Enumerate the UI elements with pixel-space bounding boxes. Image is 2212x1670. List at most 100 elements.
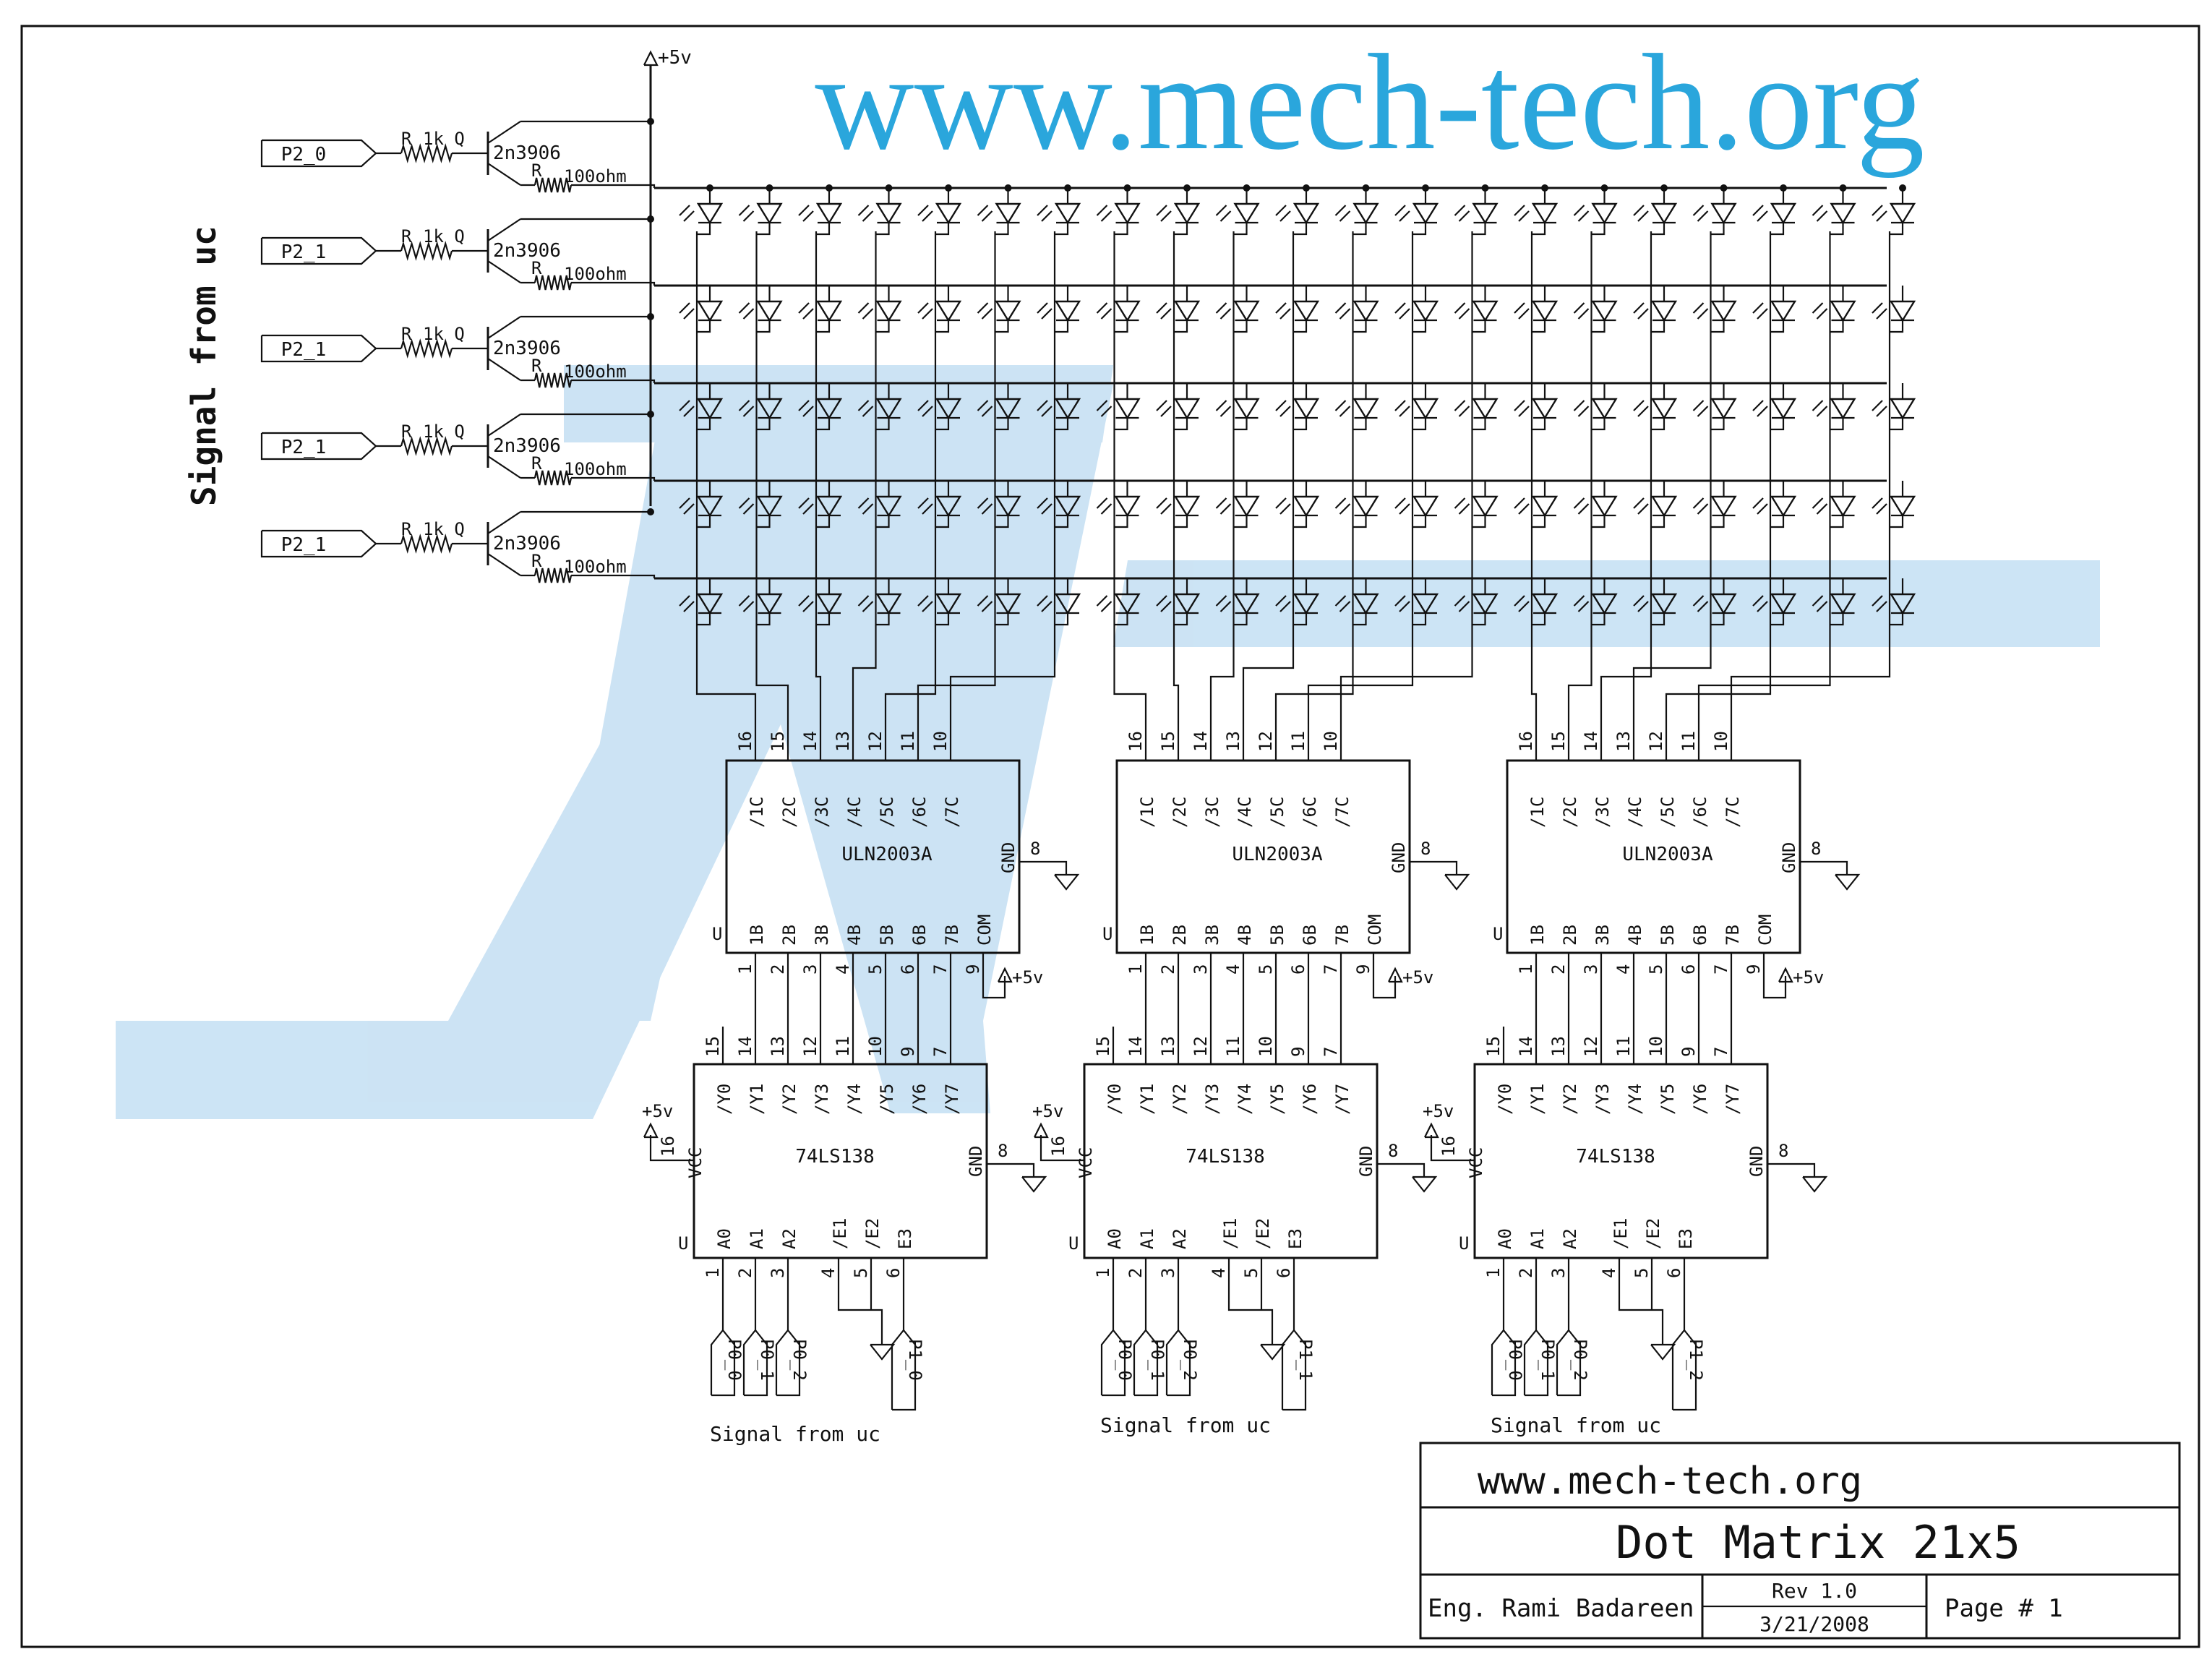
led-arrow: [1394, 497, 1406, 509]
decoder-pin-number: 13: [1158, 1036, 1178, 1057]
led-arrow: [1037, 400, 1048, 411]
led-body: [1710, 593, 1737, 615]
resistor-value: 100ohm: [564, 166, 627, 187]
led: [1334, 481, 1379, 528]
led: [1872, 286, 1916, 333]
led-arrow: [922, 601, 933, 612]
decoder-pin-label: /Y7: [1723, 1084, 1743, 1115]
uln-pin-label: 6B: [1690, 925, 1710, 946]
led: [1215, 578, 1260, 626]
junction-dot: [1541, 184, 1548, 192]
uln-to-column: [1307, 643, 1414, 724]
junction-dot: [1243, 184, 1251, 192]
led-body: [1889, 300, 1916, 322]
led-cathode: [1770, 223, 1785, 236]
junction-dot: [1780, 184, 1787, 192]
led-arrow: [1518, 406, 1530, 417]
led-arrow: [1812, 400, 1824, 411]
transistor-collector: [487, 163, 521, 186]
decoder-pin-label: /E1: [1611, 1218, 1631, 1249]
port-box-0: [260, 139, 377, 168]
led-arrow: [798, 205, 810, 216]
led-arrow: [1454, 497, 1466, 509]
led-arrow: [981, 308, 993, 320]
led-arrow: [802, 503, 814, 515]
led-body: [815, 398, 843, 420]
led-arrow: [1334, 400, 1347, 411]
led-arrow: [1816, 210, 1828, 222]
led: [738, 286, 783, 333]
vcc-top-arrow: [643, 50, 659, 67]
led-arrow: [798, 302, 810, 314]
led-arrow: [917, 497, 929, 509]
vcc-top-label: +5v: [658, 47, 692, 69]
led-body: [995, 398, 1021, 420]
led-arrow: [1757, 210, 1768, 222]
uln-chip-3: [1506, 759, 1801, 954]
decoder-pin-number: 9: [898, 1047, 918, 1057]
led-arrow: [1577, 210, 1590, 222]
led-arrow: [1215, 497, 1227, 509]
uln-to-column: [1113, 643, 1147, 724]
uln-pin-label: 6B: [909, 925, 930, 946]
led: [1394, 188, 1439, 236]
led-body: [875, 300, 902, 322]
address-port-box: [1100, 1329, 1126, 1397]
led: [857, 286, 902, 333]
uln-to-column: [1274, 643, 1354, 724]
led-body: [1233, 495, 1260, 518]
uln-gnd-pin: 8: [1030, 839, 1040, 859]
led: [1037, 383, 1081, 431]
uln-pin-number: 1: [1516, 964, 1536, 975]
led-body: [935, 202, 962, 225]
uln-to-column: [1665, 643, 1772, 724]
led-arrow: [1697, 601, 1709, 612]
led: [1692, 188, 1737, 236]
port-label: P2_1: [281, 339, 327, 361]
led-arrow: [862, 210, 874, 222]
led-cathode: [1055, 613, 1069, 626]
led-arrow: [1275, 302, 1287, 314]
led-body: [1710, 495, 1737, 518]
led: [1156, 383, 1201, 431]
junction-dot: [647, 508, 654, 515]
led: [1692, 383, 1737, 431]
decoder-gnd-pin: 8: [1778, 1141, 1788, 1161]
decoder-pin-number: 1: [1093, 1268, 1113, 1278]
junction-dot: [706, 184, 713, 192]
base-resistor: [400, 143, 453, 163]
led-cathode: [1890, 418, 1904, 431]
led-cathode: [1353, 613, 1367, 626]
uln-pin-number: 12: [1256, 731, 1276, 752]
uln-pin-number: 11: [898, 731, 918, 752]
led-cathode: [1532, 515, 1546, 528]
led: [857, 481, 902, 528]
junction-dot: [1123, 184, 1131, 192]
decoder-pin-label: A1: [1527, 1228, 1548, 1249]
led-cathode: [1710, 320, 1725, 333]
decoder-pin-number: 12: [800, 1036, 820, 1057]
decoder-pin-label: /Y4: [844, 1084, 865, 1115]
led-arrow: [1577, 503, 1590, 515]
uln-pin-number: 16: [735, 731, 755, 752]
port-label: P2_0: [281, 144, 327, 166]
led-arrow: [1041, 601, 1053, 612]
led-cathode: [1651, 418, 1666, 431]
decoder-pin-label: E3: [1285, 1228, 1306, 1249]
led-cathode: [1591, 515, 1606, 528]
led-arrow: [1458, 601, 1470, 612]
collector-resistor: [533, 372, 573, 388]
uln-pin-label: /1C: [747, 797, 767, 828]
led-body: [1173, 593, 1201, 615]
led: [738, 481, 783, 528]
led-body: [1412, 300, 1439, 322]
uln-pin-label: /6C: [1300, 797, 1320, 828]
decoder-pin-label: /Y4: [1235, 1084, 1255, 1115]
led-cathode: [995, 515, 1009, 528]
uln-pin-label: /2C: [1170, 797, 1190, 828]
led-arrow: [1334, 595, 1347, 607]
led-cathode: [1353, 320, 1367, 333]
junction-dot: [1660, 184, 1668, 192]
uln-pin-label: 7B: [942, 925, 962, 946]
led-arrow: [1399, 406, 1410, 417]
